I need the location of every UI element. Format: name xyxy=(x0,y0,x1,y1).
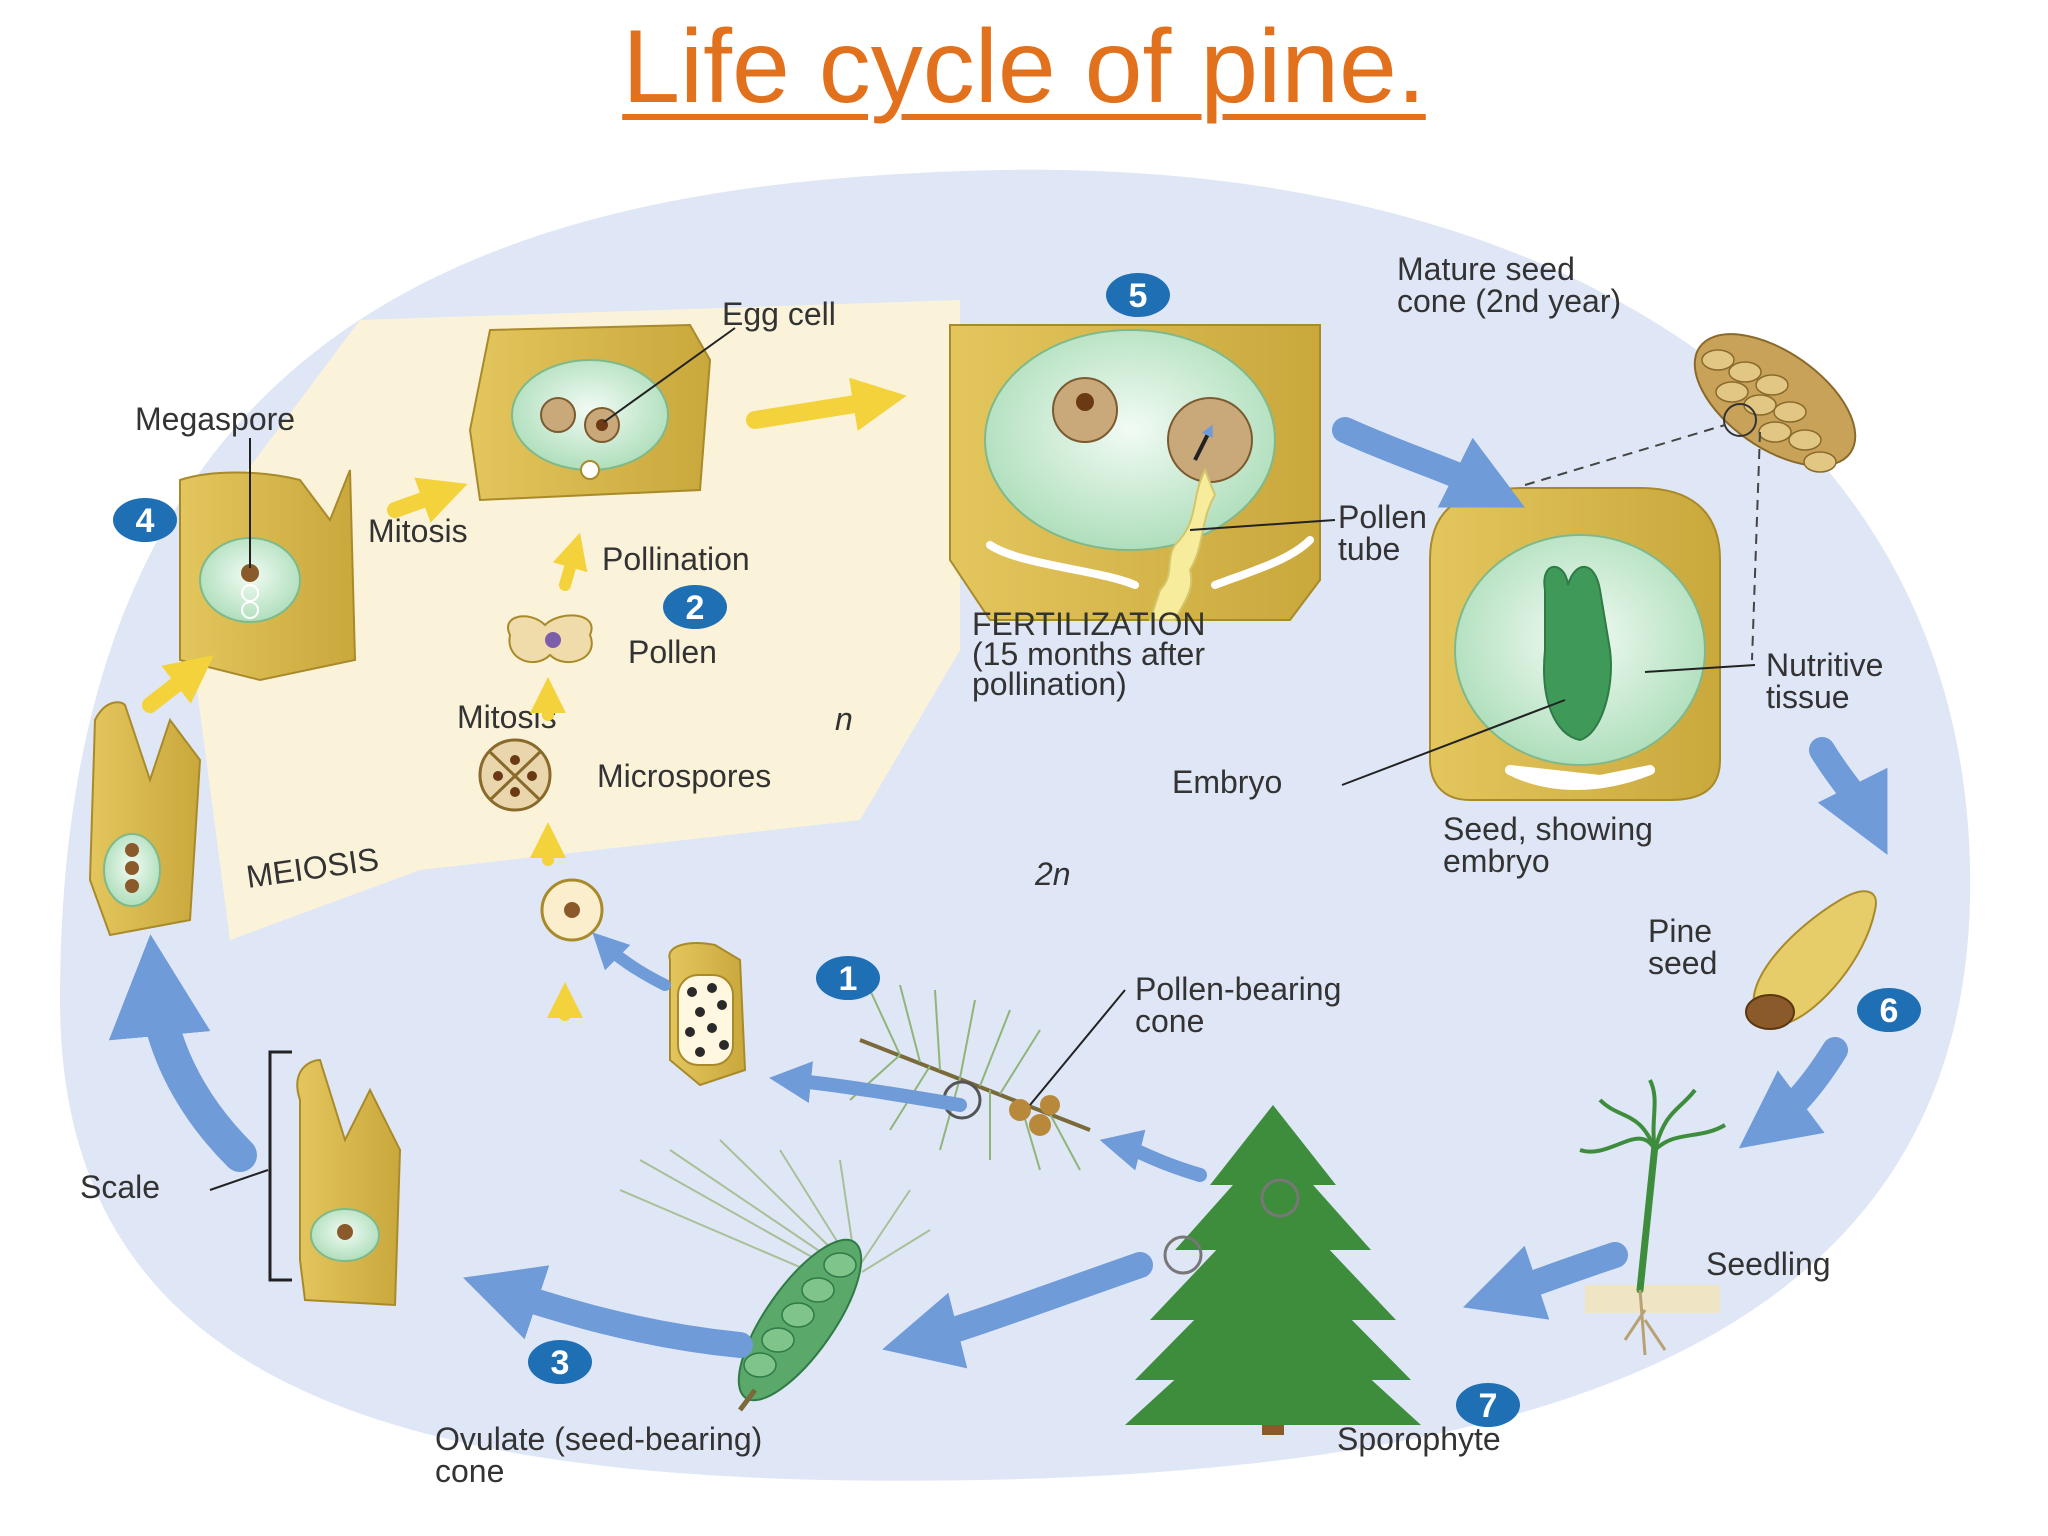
pollen-tube-label-2: tube xyxy=(1338,531,1400,567)
megaspore-label: Megaspore xyxy=(135,401,295,437)
page-title: Life cycle of pine. xyxy=(622,9,1426,125)
pine-seed xyxy=(1745,890,1877,1030)
mature-cone-label-1: Mature seed xyxy=(1397,251,1575,287)
microspore-mother-cell xyxy=(540,878,604,942)
sporophyte-label: Sporophyte xyxy=(1337,1421,1501,1457)
step-badge-1: 1 xyxy=(816,956,880,1000)
step-badge-3: 3 xyxy=(528,1340,592,1384)
pollen-cone-label-1: Pollen-bearing xyxy=(1135,971,1341,1007)
pollen-bearing-cone-branch xyxy=(849,984,1091,1171)
diploid-label: 2n xyxy=(1034,856,1071,892)
nutritive-pointer xyxy=(1644,664,1756,673)
svg-text:6: 6 xyxy=(1880,992,1899,1030)
embryo-label: Embryo xyxy=(1172,764,1282,800)
ovulate-cone-label-1: Ovulate (seed-bearing) xyxy=(435,1421,762,1457)
fertilization-label-2: (15 months after xyxy=(972,636,1205,672)
microspores-label: Microspores xyxy=(597,758,771,794)
ovule-egg-scale xyxy=(468,323,712,502)
scale-label: Scale xyxy=(80,1169,160,1205)
svg-text:7: 7 xyxy=(1479,1387,1498,1425)
sporophyte-tree xyxy=(1125,1105,1421,1435)
pine-seed-label-2: seed xyxy=(1648,945,1717,981)
haploid-label: n xyxy=(835,701,853,737)
pollen-tube-pointer xyxy=(1189,519,1336,531)
pollen-label: Pollen xyxy=(628,634,717,670)
fertilization-label-3: pollination) xyxy=(972,666,1127,702)
scale-pointer xyxy=(209,1169,269,1191)
svg-text:1: 1 xyxy=(839,960,858,998)
step-badge-4: 4 xyxy=(113,498,177,542)
seed-embryo-label-1: Seed, showing xyxy=(1443,811,1653,847)
pollen-cone-label-2: cone xyxy=(1135,1003,1204,1039)
pollen-grain xyxy=(507,614,593,664)
embryo-pointer xyxy=(1341,699,1566,786)
scale-bracket xyxy=(268,1050,292,1282)
step-badge-5: 5 xyxy=(1106,273,1170,317)
svg-text:4: 4 xyxy=(136,502,155,540)
haploid-arrows xyxy=(142,377,907,1021)
nutritive-label-2: tissue xyxy=(1766,679,1850,715)
ovulate-cone-branch xyxy=(619,1139,931,1412)
pollen-tube-label-1: Pollen xyxy=(1338,499,1427,535)
meiosis-scale xyxy=(88,701,202,937)
mitosis-top-label: Mitosis xyxy=(368,513,468,549)
svg-text:3: 3 xyxy=(551,1344,570,1382)
step-badge-6: 6 xyxy=(1857,988,1921,1032)
mitosis-mid-label: Mitosis xyxy=(457,699,557,735)
svg-text:5: 5 xyxy=(1129,277,1148,315)
diploid-arrows xyxy=(108,417,1888,1369)
svg-text:2: 2 xyxy=(686,589,705,627)
pine-seed-label-1: Pine xyxy=(1648,913,1712,949)
ovulate-scale xyxy=(296,1058,402,1307)
step-badge-7: 7 xyxy=(1456,1383,1520,1427)
microsporangium xyxy=(668,942,747,1087)
fertilization-ovule xyxy=(949,324,1321,621)
pollination-label: Pollination xyxy=(602,541,750,577)
egg-cell-label: Egg cell xyxy=(722,296,836,332)
step-badge-2: 2 xyxy=(663,585,727,629)
cone-zoom-line-2 xyxy=(1751,431,1761,661)
cone-zoom-line-1 xyxy=(1524,424,1726,486)
seedling xyxy=(1579,1079,1727,1356)
microspores-tetrad xyxy=(478,738,552,812)
mature-seed-cone xyxy=(1693,333,1857,473)
nutritive-label-1: Nutritive xyxy=(1766,647,1883,683)
fertilization-label-1: FERTILIZATION xyxy=(972,606,1206,642)
egg-cell-pointer xyxy=(603,327,736,423)
pollen-cone-pointer xyxy=(1029,989,1126,1106)
seedling-label: Seedling xyxy=(1706,1246,1831,1282)
mature-cone-label-2: cone (2nd year) xyxy=(1397,283,1621,319)
ovulate-cone-label-2: cone xyxy=(435,1453,504,1489)
megaspore-scale xyxy=(179,469,357,682)
seed-with-embryo xyxy=(1429,487,1721,801)
seed-embryo-label-2: embryo xyxy=(1443,843,1550,879)
